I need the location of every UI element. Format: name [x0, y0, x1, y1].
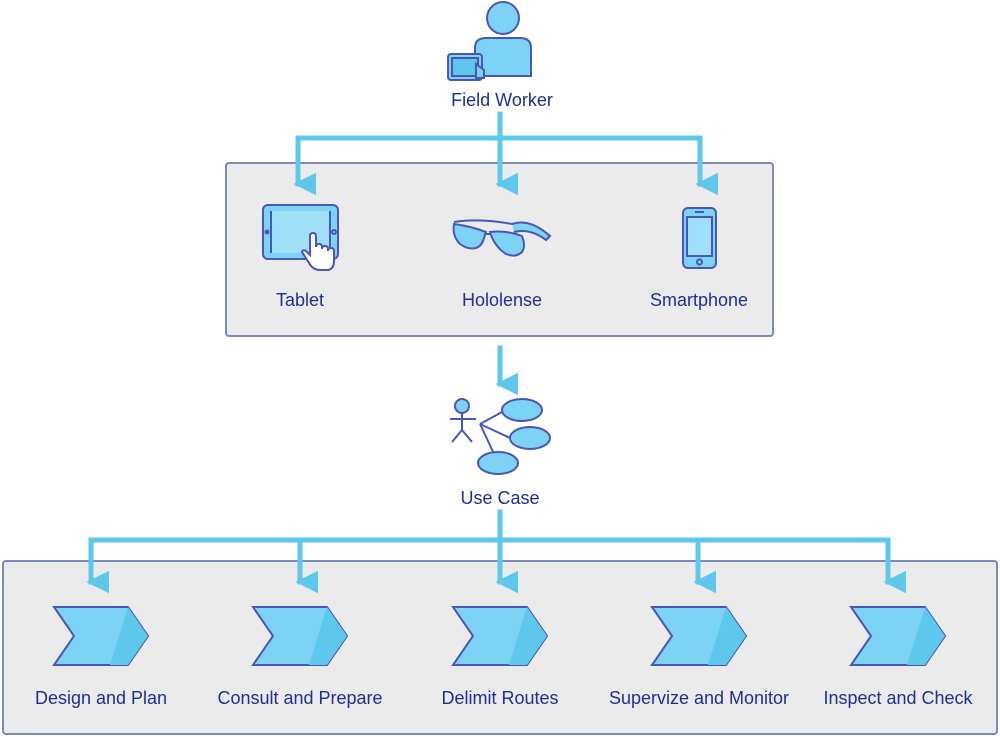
step-label-1: Design and Plan	[34, 688, 168, 708]
use-case-icon	[450, 398, 551, 475]
device-label-tablet: Tablet	[275, 290, 325, 310]
field-worker-icon	[447, 1, 532, 81]
device-label-hololense: Hololense	[461, 290, 543, 310]
smartphone-icon	[682, 207, 717, 269]
device-label-smartphone: Smartphone	[649, 290, 749, 310]
step-label-5: Inspect and Check	[823, 688, 973, 708]
glasses-icon	[452, 219, 552, 257]
chevron-step-icon-4	[650, 606, 748, 666]
chevron-step-icon-2	[251, 606, 349, 666]
tablet-icon	[262, 204, 339, 271]
chevron-step-icon-3	[451, 606, 549, 666]
step-label-3: Delimit Routes	[441, 688, 559, 708]
use-case-label: Use Case	[460, 488, 540, 508]
field-worker-label: Field Worker	[451, 90, 553, 110]
step-label-4: Supervize and Monitor	[608, 688, 790, 708]
chevron-step-icon-5	[849, 606, 947, 666]
step-label-2: Consult and Prepare	[217, 688, 383, 708]
chevron-step-icon-1	[52, 606, 150, 666]
